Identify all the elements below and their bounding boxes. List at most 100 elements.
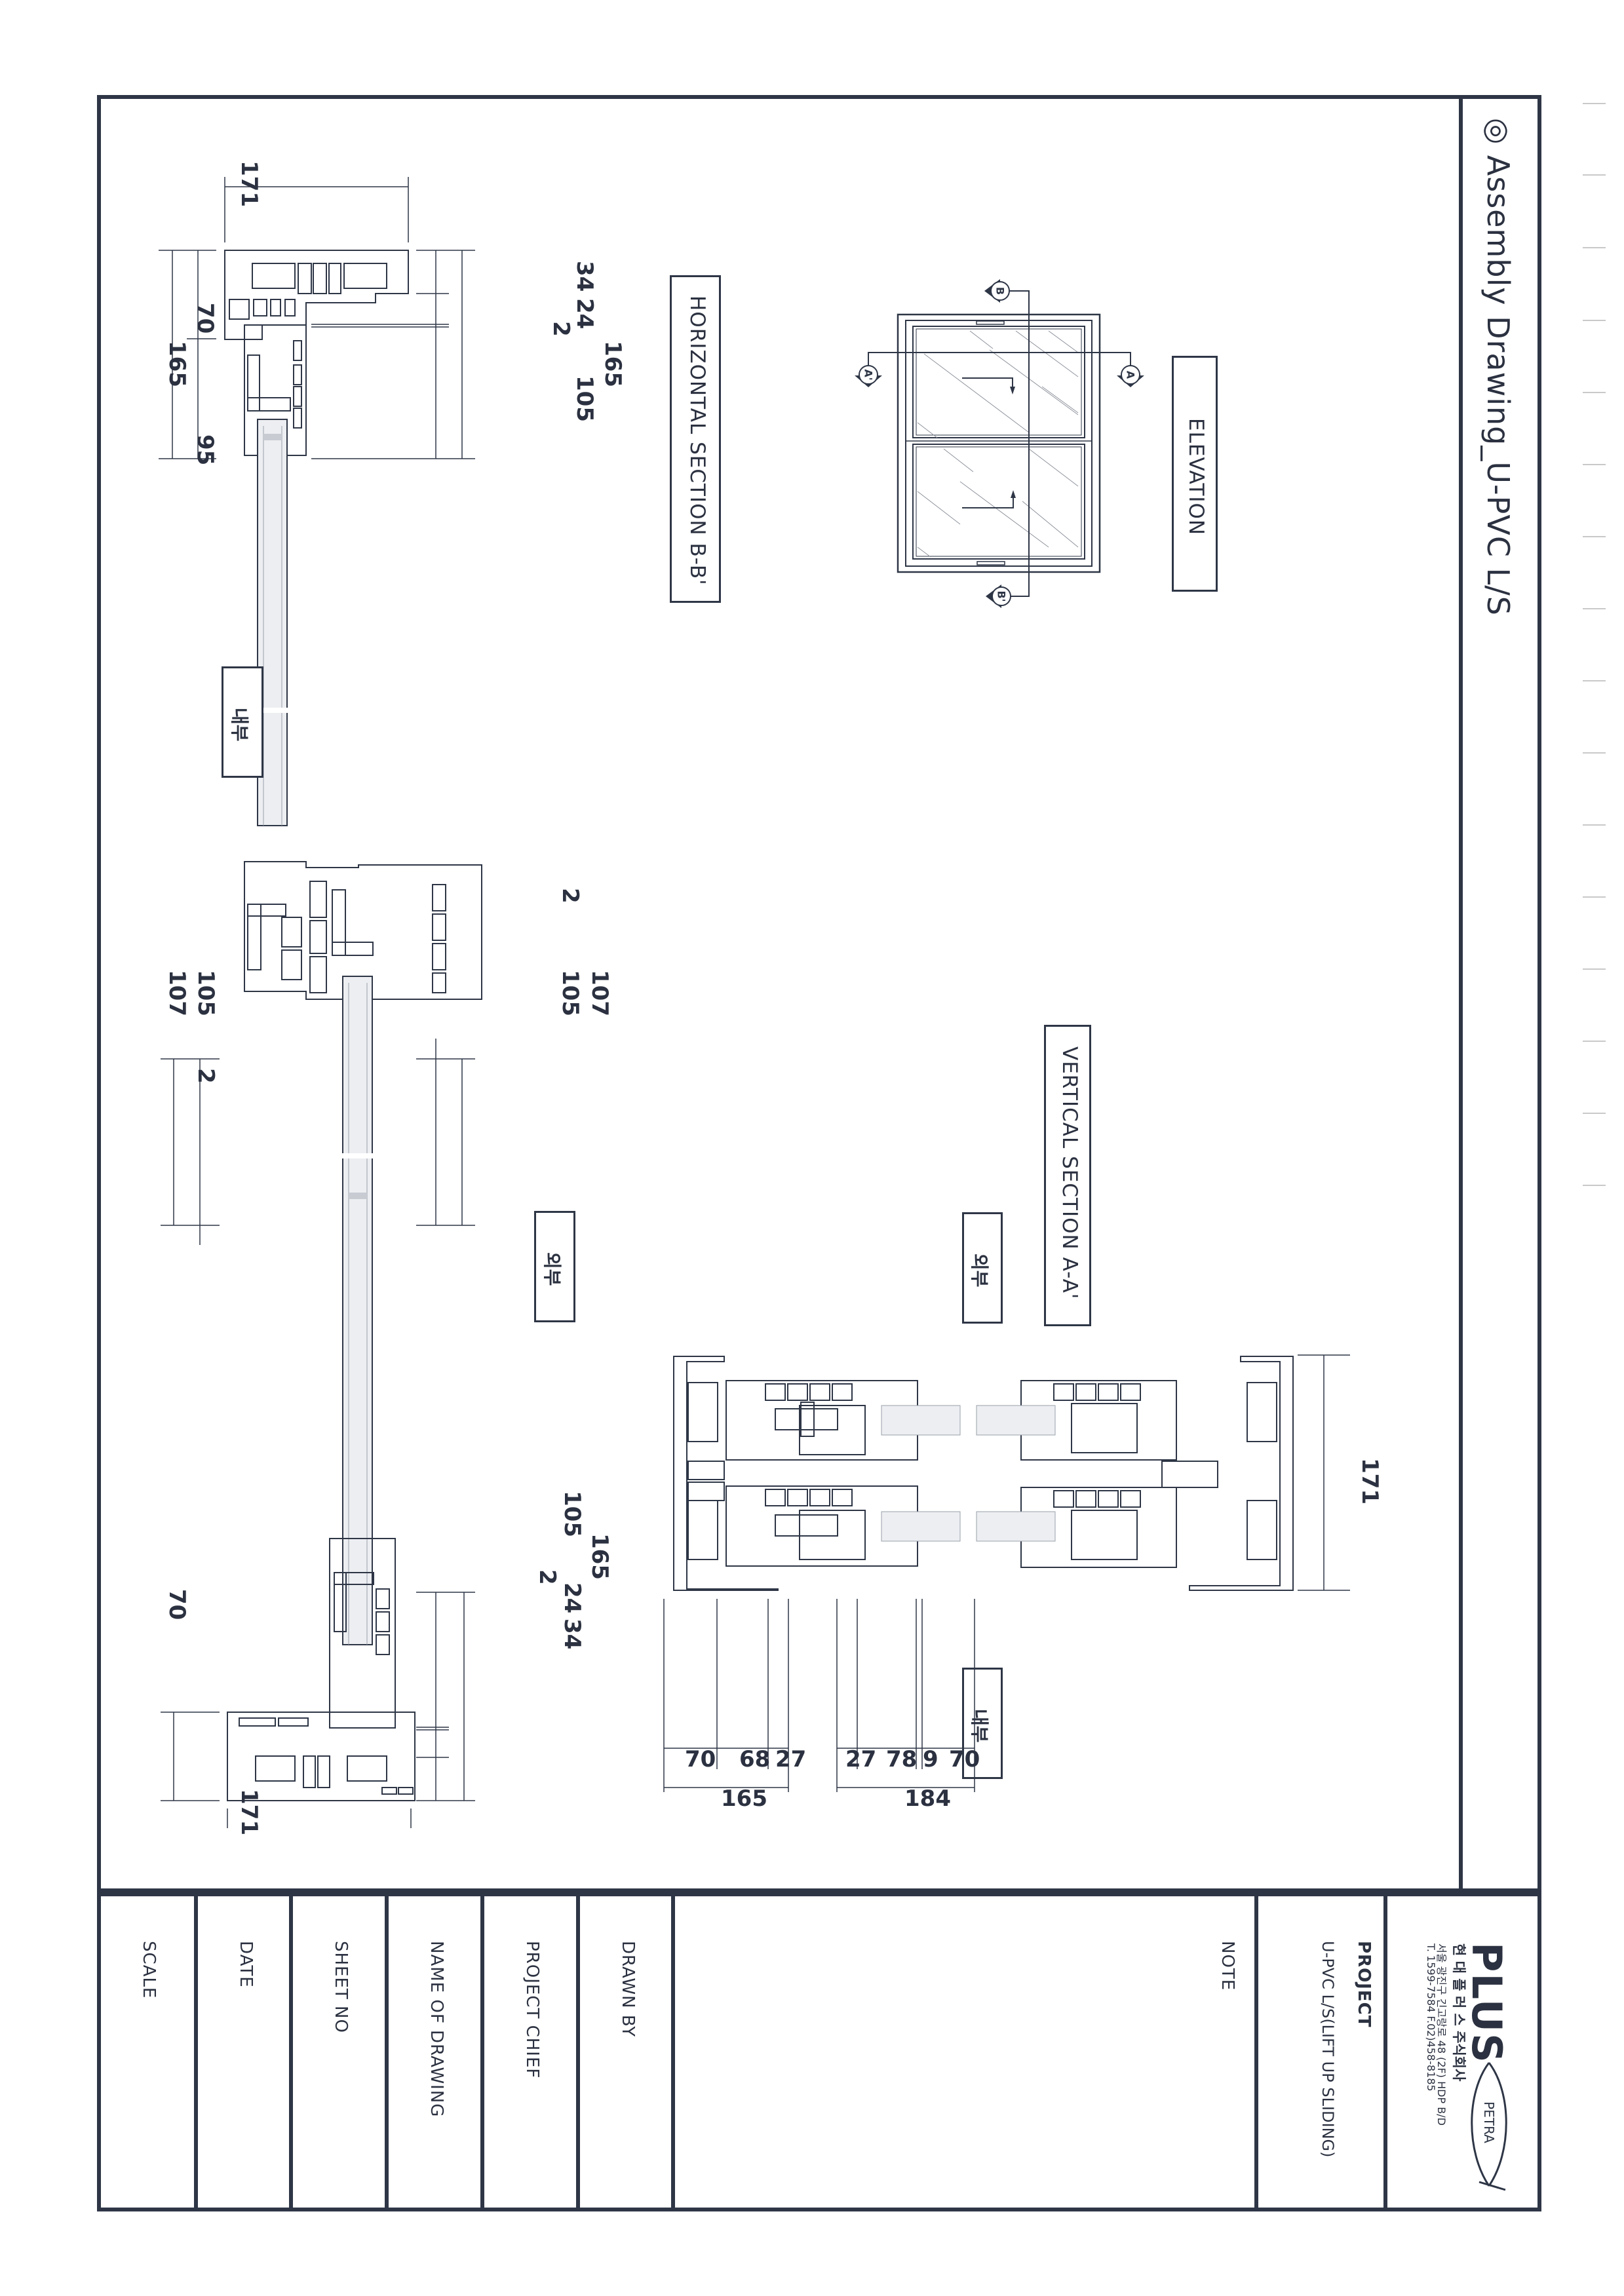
dim-label: 70 [685, 1746, 716, 1772]
sash-upper-left [725, 1380, 918, 1461]
dim-label: 2 [557, 888, 583, 904]
title-block-cell-sheet-no: SHEET NO [293, 1896, 389, 2211]
field-label-sheet-no: SHEET NO [331, 1941, 351, 2033]
dim-label: 9 [923, 1746, 938, 1772]
dim-label: 2 [193, 1068, 219, 1084]
handle-top [976, 320, 1005, 325]
horizontal-section-label: HORIZONTAL SECTION B-B' [686, 296, 709, 586]
margin-tick [1583, 752, 1606, 754]
dim-label: 105 [193, 970, 219, 1016]
margin-tick [1583, 392, 1606, 393]
dim-label: 165 [721, 1786, 767, 1812]
section-marker-b-prime: B' [986, 584, 1011, 608]
dim-label: 171 [236, 1789, 262, 1835]
drawing-frame [97, 95, 1541, 2211]
glass-upper-left [881, 1405, 961, 1436]
elevation-label: ELEVATION [1184, 418, 1208, 536]
field-label-date: DATE [236, 1941, 256, 1988]
svg-text:A': A' [862, 369, 875, 380]
section-marker-a: A [1117, 365, 1144, 387]
title-block-cell-drawn-by: DRAWN BY [580, 1896, 675, 2211]
margin-tick [1583, 536, 1606, 537]
sash-profile-top [244, 324, 307, 456]
section-line-b [1009, 290, 1030, 597]
sash-profile-bottom [329, 1538, 396, 1729]
interior-tag-horizontal: 내부 [222, 666, 263, 778]
sill-frame-profile [673, 1356, 779, 1591]
window-glass-lower [916, 446, 1082, 557]
glass-lower-right [976, 1511, 1056, 1542]
svg-text:PETRA: PETRA [1481, 2101, 1497, 2143]
window-inner-frame [905, 320, 1092, 567]
field-label-project-chief: PROJECT CHIEF [522, 1941, 542, 2079]
section-marker-b: B [984, 279, 1010, 303]
margin-tick [1583, 608, 1606, 609]
dim-label: 105 [571, 375, 598, 422]
margin-tick [1583, 824, 1606, 826]
frame-profile-top [224, 250, 409, 340]
dim-label: 105 [557, 970, 583, 1016]
dim-label: 105 [559, 1491, 585, 1537]
interior-label: 내부 [229, 708, 250, 742]
interlock-profile [244, 861, 482, 1000]
field-label-name-of-drawing: NAME OF DRAWING [427, 1941, 446, 2118]
company-logo-text: PLUS [1463, 1942, 1511, 2064]
frame-profile-bottom [227, 1712, 416, 1801]
dim-label: 27 [845, 1746, 877, 1772]
title-block-cell-project: PROJECT U-PVC L/S(LIFT UP SLIDING) [1258, 1896, 1387, 2211]
vertical-section-drawing [663, 1354, 1350, 1792]
window-sash-lower [912, 444, 1085, 560]
project-heading: PROJECT [1354, 1941, 1374, 2028]
exterior-label: 외부 [541, 1252, 563, 1286]
title-block-cell-scale: SCALE [101, 1896, 198, 2211]
margin-tick [1583, 896, 1606, 898]
company-name: 현 대 플 러 스 주식회사 [1451, 1943, 1467, 2082]
dim-label: 34 [571, 261, 598, 292]
company-cell: PLUS PETRA 현 대 플 러 스 주식회사 서울 광진구 긴고랑로 48… [1387, 1896, 1541, 2211]
window-glass-upper [916, 328, 1082, 436]
glass-lower-left [881, 1511, 961, 1542]
dim-label: 107 [587, 970, 613, 1016]
dim-label: 107 [164, 970, 190, 1016]
dim-label: 27 [775, 1746, 807, 1772]
margin-tick [1583, 1113, 1606, 1114]
company-contact: T. 1599-7584 F.02)458-8185 [1425, 1943, 1437, 2092]
dim-label: 24 [571, 298, 598, 330]
sash-lower-left [725, 1485, 918, 1567]
title-block-cell-name-of-drawing: NAME OF DRAWING [389, 1896, 484, 2211]
margin-tick [1583, 968, 1606, 970]
glass-upper-right [976, 1405, 1056, 1436]
dim-label: 70 [949, 1746, 980, 1772]
exterior-tag-horizontal: 외부 [534, 1211, 575, 1322]
elevation-drawing: B B' A' A [855, 279, 1144, 608]
svg-text:B': B' [996, 590, 1008, 602]
margin-tick [1583, 174, 1606, 176]
svg-text:A: A [1125, 371, 1137, 379]
margin-tick [1583, 103, 1606, 104]
interior-tag-vertical: 내부 [962, 1668, 1003, 1779]
svg-text:B: B [994, 287, 1007, 295]
dim-label: 70 [164, 1589, 190, 1620]
window-sash-upper [912, 326, 1085, 438]
handle-bottom [976, 561, 1005, 565]
dim-label: 2 [548, 321, 574, 337]
field-label-scale: SCALE [139, 1941, 159, 1999]
glass-pane-lower [342, 976, 373, 1645]
section-marker-a-prime: A' [855, 365, 882, 387]
dim-label: 95 [192, 434, 218, 466]
exterior-label: 외부 [969, 1253, 990, 1288]
window-outer-frame [897, 313, 1101, 573]
dim-label: 78 [886, 1746, 918, 1772]
section-line-a [868, 352, 1131, 366]
dim-label: 165 [587, 1533, 613, 1580]
title-block-divider [97, 1888, 1541, 1896]
field-label-drawn-by: DRAWN BY [618, 1941, 638, 2038]
title-block-cell-project-chief: PROJECT CHIEF [484, 1896, 580, 2211]
dim-label: 68 [739, 1746, 771, 1772]
dim-label: 165 [164, 341, 190, 387]
slide-arrow-lower [962, 495, 1014, 508]
margin-tick [1583, 464, 1606, 465]
dim-label: 70 [192, 303, 218, 334]
margin-tick [1583, 1041, 1606, 1042]
title-strip [1459, 95, 1541, 1888]
